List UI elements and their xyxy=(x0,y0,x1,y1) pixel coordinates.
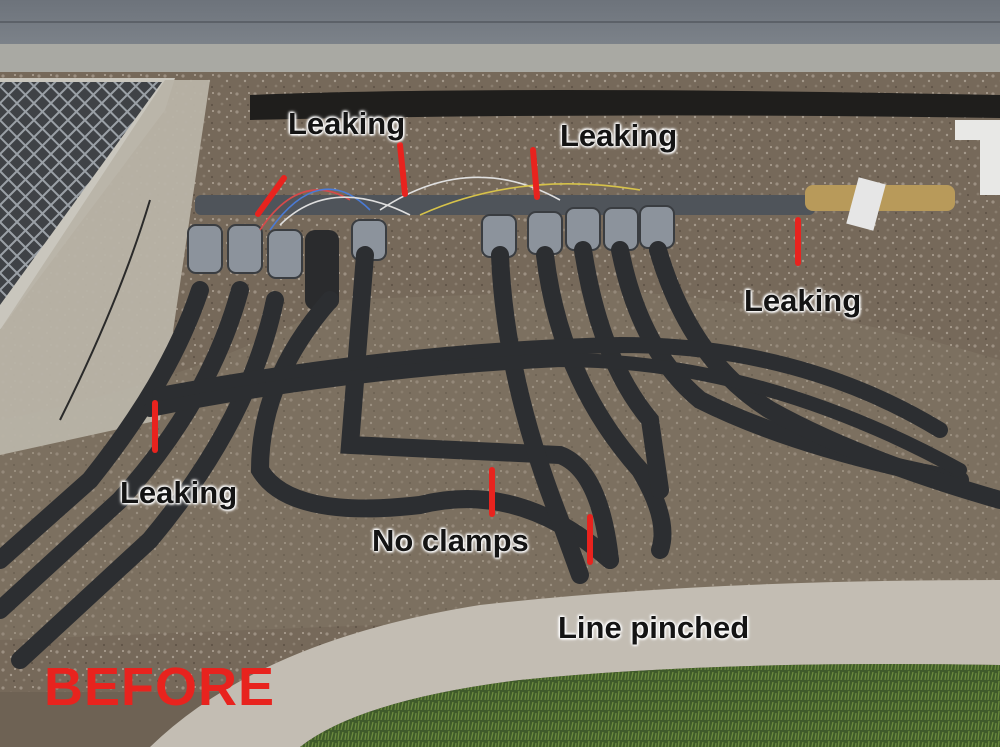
concrete-border-left xyxy=(0,80,210,455)
manifold-pipe xyxy=(195,195,815,215)
before-label: BEFORE xyxy=(44,657,276,717)
arrow-valve-leak xyxy=(255,175,287,217)
annotation-leaking-right: Leaking xyxy=(744,283,862,318)
annotation-leaking-left: Leaking xyxy=(120,475,238,510)
arrow-top-right-leak xyxy=(530,147,540,200)
concrete-curb xyxy=(150,580,1000,747)
annotation-line-pinched: Line pinched xyxy=(558,610,750,645)
annotation-leaking-top-left: Leaking xyxy=(288,106,406,141)
annotation-no-clamps: No clamps xyxy=(372,523,529,558)
dark-valve xyxy=(305,230,339,310)
tar-strip xyxy=(250,90,1000,120)
annotation-arrows xyxy=(152,142,801,565)
window-well-grate xyxy=(0,82,162,305)
foundation-ledge xyxy=(0,44,1000,74)
lawn xyxy=(300,664,1000,747)
tag-label xyxy=(846,177,886,231)
annotation-leaking-top-right: Leaking xyxy=(560,118,678,153)
pvc-pipe xyxy=(955,120,1000,195)
arrow-top-left-leak xyxy=(397,142,408,197)
